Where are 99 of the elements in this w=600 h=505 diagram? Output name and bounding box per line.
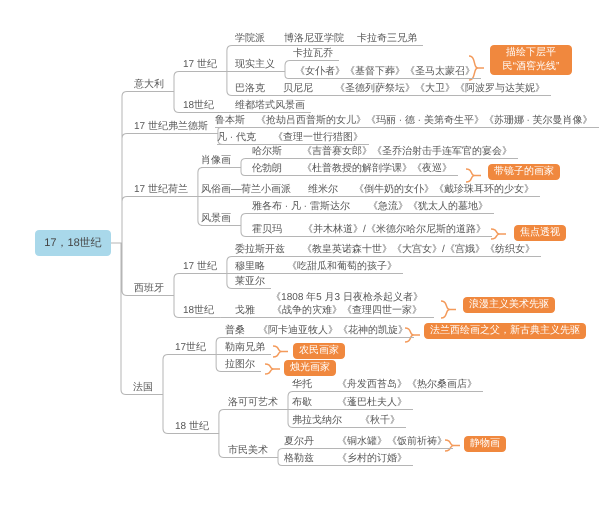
- topic-label: 穆里略: [235, 260, 271, 274]
- topic-label: 《并木林道》/《米德尔哈尔尼斯的道路》: [303, 223, 492, 237]
- callout-note: 带镜子的画家: [488, 164, 560, 180]
- topic-label: 《圣德列萨祭坛》《大卫》《阿波罗与达芙妮》: [335, 82, 551, 96]
- topic-label: 《1808 年5 月3 日夜枪杀起义者》《战争的灾难》《查理四世一家》: [266, 291, 434, 318]
- callout-note: 描绘下层平民“酒窖光线”: [490, 45, 572, 75]
- connector-line: [320, 448, 338, 449]
- topic-label: 意大利: [134, 78, 170, 92]
- connector-line: [344, 196, 354, 197]
- topic-label: 17 世纪: [183, 58, 223, 72]
- topic-label: 巴洛克: [235, 82, 271, 96]
- callout-note: 浪漫主义美术先驱: [463, 297, 555, 313]
- connector-line: [260, 317, 266, 318]
- topic-label: 伦勃朗: [252, 162, 288, 176]
- topic-label: 博洛尼亚学院: [284, 32, 350, 46]
- topic-label: 《吉普赛女郎》《圣乔治射击手连军官的宴会》: [302, 145, 518, 159]
- topic-label: 18 世纪: [175, 420, 215, 434]
- callout-note: 静物画: [464, 436, 506, 452]
- connector-line: [270, 45, 284, 46]
- topic-label: 华托: [292, 378, 318, 392]
- topic-label: 17世纪: [175, 341, 212, 355]
- connector-line: [318, 391, 338, 392]
- topic-label: 戈雅: [235, 304, 261, 318]
- topic-label: 莱亚尔: [235, 275, 271, 289]
- topic-label: 《蓬巴杜夫人》: [337, 396, 413, 410]
- topic-label: 《阿卡迪亚牧人》《花神的凯旋》: [258, 324, 414, 338]
- topic-label: 《杜普教授的解剖学课》《夜巡》: [302, 162, 458, 176]
- connector-line: [110, 242, 134, 395]
- connector-line: [296, 196, 308, 197]
- callout-note: 烛光画家: [284, 360, 336, 376]
- connector-line: [280, 71, 296, 79]
- topic-label: 17 世纪荷兰: [134, 183, 194, 197]
- connector-line: [236, 225, 252, 237]
- topic-label: 贝尼尼: [283, 82, 319, 96]
- topic-label: 市民美术: [228, 444, 274, 458]
- topic-label: 拉图尔: [225, 358, 261, 372]
- topic-label: 维都塔式风景画: [235, 99, 311, 113]
- topic-label: 《教皇英诺森十世》《大宫女》/《宫娥》《纺织女》: [302, 243, 541, 257]
- topic-label: 17 世纪弗兰德斯: [134, 120, 214, 134]
- topic-label: 风景画: [201, 212, 237, 226]
- connector-line: [170, 295, 184, 318]
- topic-label: 凡 · 代克: [217, 131, 262, 145]
- topic-label: 夏尔丹: [284, 435, 320, 449]
- topic-label: 西班牙: [134, 282, 170, 296]
- connector-line: [220, 112, 236, 113]
- topic-label: 弗拉戈纳尔: [292, 414, 348, 428]
- topic-label: 卡拉奇三兄弟: [357, 32, 423, 46]
- topic-label: 《急流》《犹太人的墓地》: [368, 200, 494, 214]
- topic-label: 格勒兹: [284, 452, 320, 466]
- topic-label: 霍贝玛: [252, 223, 288, 237]
- connector-line: [250, 127, 256, 128]
- topic-label: 洛可可艺术: [228, 396, 284, 410]
- topic-label: 18世纪: [183, 99, 220, 113]
- topic-label: 肖像画: [201, 154, 237, 168]
- topic-label: 《舟发西苔岛》《热尔桑画店》: [337, 378, 483, 392]
- topic-label: 《查理一世行猎图》: [273, 131, 369, 145]
- connector-line: [236, 167, 252, 176]
- connector-line: [320, 465, 338, 466]
- topic-label: 委拉斯开兹: [235, 243, 291, 257]
- topic-label: 《女仆者》《基督下葬》《圣马太蒙召》: [295, 65, 481, 79]
- topic-label: 风俗画—荷兰小画派: [201, 183, 297, 197]
- connector-line: [350, 45, 358, 46]
- callout-note: 农民画家: [293, 343, 345, 359]
- topic-label: 《铜水罐》《饭前祈祷》: [337, 435, 453, 449]
- topic-label: 《吃甜瓜和葡萄的孩子》: [287, 260, 403, 274]
- connector-line: [250, 337, 258, 338]
- topic-label: 卡拉瓦乔: [293, 47, 339, 61]
- connector-line: [288, 175, 302, 176]
- topic-label: 学院派: [235, 32, 271, 46]
- connector-line: [220, 317, 236, 318]
- connector-line: [270, 273, 288, 274]
- connector-line: [288, 158, 302, 159]
- connector-line: [318, 409, 338, 410]
- topic-label: 哈尔斯: [252, 145, 288, 159]
- connector-line: [290, 256, 302, 257]
- topic-label: 《秋千》: [360, 414, 406, 428]
- topic-label: 雅各布 · 凡 · 雷斯达尔: [252, 200, 356, 214]
- callout-note: 法兰西绘画之父，新古典主义先驱: [424, 323, 586, 339]
- topic-label: 现实主义: [235, 58, 281, 72]
- topic-label: 《乡村的订婚》: [337, 452, 413, 466]
- connector-line: [348, 427, 360, 428]
- topic-label: 《抢劫吕西普斯的女儿》《玛丽 · 德 · 美第奇生平》《苏珊娜 · 芙尔曼肖像》: [256, 114, 599, 128]
- connector-line: [270, 95, 284, 96]
- topic-label: 17 世纪: [183, 260, 223, 274]
- callout-note: 焦点透视: [514, 225, 566, 241]
- connector-line: [355, 213, 368, 214]
- connector-line: [213, 133, 224, 145]
- topic-label: 普桑: [225, 324, 251, 338]
- connector-line: [261, 144, 274, 145]
- topic-label: 布歇: [292, 396, 318, 410]
- topic-label: 鲁本斯: [215, 114, 251, 128]
- connector-line: [288, 236, 304, 237]
- connector-line: [318, 95, 336, 96]
- topic-label: 勒南兄弟: [225, 341, 271, 355]
- topic-label: 维米尔: [308, 183, 344, 197]
- topic-label: 《倒牛奶的女仆》《戴珍珠耳环的少女》: [354, 183, 540, 197]
- topic-label: 法国: [133, 381, 159, 395]
- root-topic: 17，18世纪: [35, 230, 111, 256]
- topic-label: 18世纪: [183, 304, 220, 318]
